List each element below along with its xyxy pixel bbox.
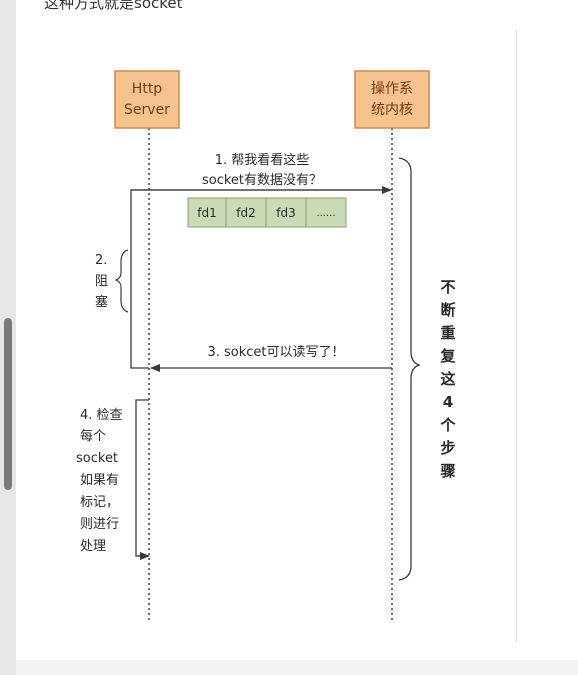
fd-list: fd1 fd2 fd3 ...... bbox=[187, 197, 347, 228]
fd-cell-3: fd3 bbox=[276, 206, 295, 220]
repeat-char-2: 断 bbox=[440, 301, 455, 319]
check-label-line1: 4. 检查 bbox=[80, 408, 123, 423]
check-label-line5: 标记， bbox=[80, 495, 119, 510]
repeat-brace bbox=[398, 157, 421, 581]
photo-bottom-edge bbox=[16, 660, 578, 675]
actor-http-server-box bbox=[114, 70, 180, 129]
block-label-line2: 阻 bbox=[95, 274, 108, 289]
fd-cell-1: fd1 bbox=[197, 206, 216, 220]
scrollbar-thumb[interactable] bbox=[4, 318, 12, 490]
check-label: 4. 检查 每个 socket 如果有 标记， 则进行 处理 bbox=[76, 408, 123, 554]
article-text-line: 这种方式就是socket bbox=[44, 0, 183, 12]
message-1-label-line1: 1. 帮我看看这些 bbox=[215, 152, 310, 168]
actor-os-kernel-label-line2: 统内核 bbox=[371, 102, 413, 118]
check-loop-arrow bbox=[135, 399, 149, 557]
block-label-line1: 2. bbox=[95, 253, 107, 268]
check-label-line7: 处理 bbox=[80, 539, 106, 554]
check-label-line4: 如果有 bbox=[80, 472, 119, 488]
message-3-label: 3. sokcet可以读写了！ bbox=[207, 345, 344, 360]
repeat-char-3: 重 bbox=[440, 324, 455, 342]
check-label-line6: 则进行 bbox=[80, 517, 119, 532]
fd-cell-2-box bbox=[225, 197, 267, 228]
actor-http-server-label-line2: Server bbox=[124, 102, 170, 118]
message-1-label-line2: socket有数据没有？ bbox=[202, 173, 322, 188]
block-label-line3: 塞 bbox=[95, 294, 108, 310]
fd-cell-2: fd2 bbox=[236, 206, 255, 220]
check-label-line2: 每个 bbox=[80, 428, 106, 444]
check-label-line3: socket bbox=[76, 451, 118, 466]
repeat-char-7: 个 bbox=[439, 416, 456, 434]
block-brace bbox=[114, 249, 129, 313]
actor-http-server: Http Server bbox=[114, 70, 180, 129]
repeat-char-9: 骤 bbox=[440, 462, 455, 480]
actor-os-kernel: 操作系 统内核 bbox=[354, 70, 430, 129]
left-scroll-rail[interactable] bbox=[0, 0, 16, 675]
fd-cell-3-box bbox=[265, 197, 307, 228]
fd-cell-more-box bbox=[305, 197, 347, 228]
fd-cell-more: ...... bbox=[316, 208, 335, 219]
actor-os-kernel-label-line1: 操作系 bbox=[371, 81, 413, 97]
actor-os-kernel-box bbox=[354, 70, 430, 129]
repeat-char-1: 不 bbox=[440, 278, 455, 296]
repeat-label: 不 断 重 复 这 4 个 步 骤 bbox=[439, 278, 456, 480]
repeat-char-6: 4 bbox=[443, 393, 453, 411]
repeat-char-4: 复 bbox=[439, 347, 456, 365]
actor-http-server-label-line1: Http bbox=[132, 81, 163, 97]
repeat-char-8: 步 bbox=[440, 439, 455, 457]
repeat-char-5: 这 bbox=[440, 370, 455, 388]
content-divider bbox=[516, 30, 517, 642]
